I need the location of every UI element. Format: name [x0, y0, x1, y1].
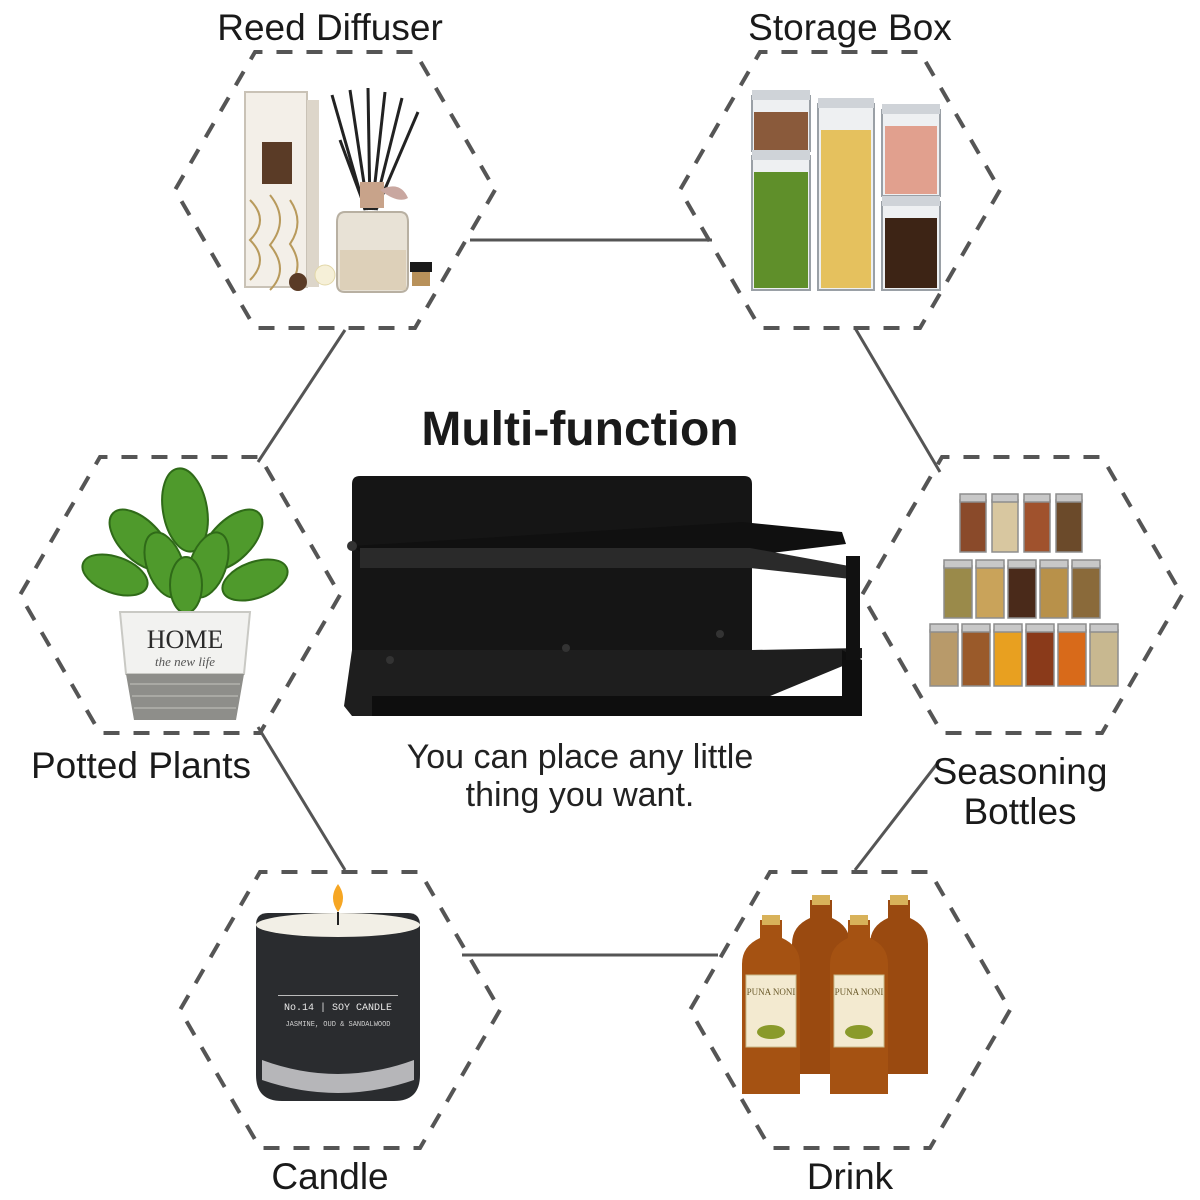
plant-leaves: [81, 467, 289, 614]
hex-candle: [177, 870, 503, 1150]
label-drink: Drink: [806, 1156, 894, 1197]
subtitle: You can place any little thing you want.: [360, 738, 800, 814]
connector-candle-plants: [256, 726, 347, 871]
pot-home-text: HOME: [147, 625, 224, 654]
diffuser-accessories: [289, 262, 432, 291]
magnetic-spice-rack: [344, 476, 862, 716]
diffuser-box: [244, 91, 319, 291]
storage-containers: [751, 90, 941, 291]
page-title: Multi-function: [421, 403, 739, 456]
candle-label-line2: JASMINE, OUD & SANDALWOOD: [285, 1021, 390, 1029]
hex-seasoning-bottles: [859, 455, 1185, 735]
label-seasoning-bottles: Seasoning Bottles: [880, 752, 1160, 832]
hex-drink: [687, 870, 1013, 1150]
subtitle-line-2: thing you want.: [465, 776, 695, 814]
label-potted-plants: Potted Plants: [30, 745, 252, 786]
drink-bottles: [742, 895, 928, 1094]
connector-plants-reed: [256, 329, 347, 463]
pot-script-text: the new life: [155, 654, 215, 669]
label-storage-box: Storage Box: [748, 7, 952, 48]
drink-label-left: PUNA NONI: [747, 987, 796, 997]
label-candle: Candle: [271, 1156, 389, 1197]
candle-flame: [333, 884, 343, 925]
hexagon-frames: [17, 50, 1185, 1150]
hex-storage-box: [677, 50, 1003, 330]
hex-reed-diffuser: [172, 50, 498, 330]
drink-label-right: PUNA NONI: [835, 987, 884, 997]
label-reed-diffuser: Reed Diffuser: [217, 7, 443, 48]
candle-label-line1: No.14 | SOY CANDLE: [284, 1002, 392, 1014]
connector-seasoning-drink: [853, 759, 942, 871]
label-seasoning-line-2: Bottles: [963, 791, 1077, 832]
plant-pot: [118, 611, 252, 720]
connector-storage-seasoning: [853, 327, 942, 473]
spice-jars: [929, 493, 1119, 687]
label-seasoning-line-1: Seasoning: [932, 751, 1108, 792]
hex-potted-plants: [17, 455, 343, 735]
connector-lines: [256, 238, 942, 957]
diffuser-bottle: [336, 182, 409, 293]
subtitle-line-1: You can place any little: [406, 738, 754, 776]
